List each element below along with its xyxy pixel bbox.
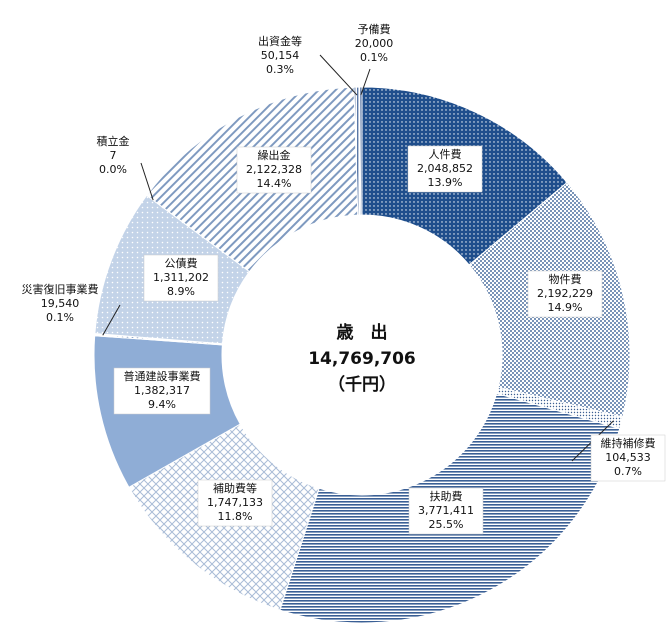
chart-unit: （千円） xyxy=(328,374,396,395)
slice-value-4: 1,747,133 xyxy=(207,496,263,509)
slice-value-0: 2,048,852 xyxy=(417,162,473,175)
slice-pct-4: 11.8% xyxy=(218,510,253,523)
chart-total: 14,769,706 xyxy=(308,349,416,369)
center-label: 歳 出 14,769,706 （千円） xyxy=(308,322,416,395)
slice-name-0: 人件費 xyxy=(429,147,462,161)
slice-labels: 人件費2,048,85213.9%物件費2,192,22914.9%維持補修費1… xyxy=(22,22,666,535)
slice-value-1: 2,192,229 xyxy=(537,287,593,300)
slice-value-2: 104,533 xyxy=(605,451,651,464)
slice-11 xyxy=(359,86,363,216)
slice-name-11: 予備費 xyxy=(358,22,391,36)
slice-name-5: 普通建設事業費 xyxy=(124,369,201,383)
label-box-5 xyxy=(113,367,211,415)
slice-pct-1: 14.9% xyxy=(548,301,583,314)
slice-name-4: 補助費等 xyxy=(213,481,257,495)
slice-name-2: 維持補修費 xyxy=(601,436,656,450)
slice-pct-8: 0.0% xyxy=(99,163,127,176)
slice-name-9: 繰出金 xyxy=(258,148,291,162)
label-box-4 xyxy=(197,479,273,527)
slice-value-9: 2,122,328 xyxy=(246,163,302,176)
leader-10 xyxy=(319,54,358,96)
slice-pct-5: 9.4% xyxy=(148,398,176,411)
slice-name-3: 扶助費 xyxy=(430,489,463,503)
slice-value-5: 1,382,317 xyxy=(134,384,190,397)
slice-pct-0: 13.9% xyxy=(428,176,463,189)
chart-title: 歳 出 xyxy=(337,322,388,343)
slice-name-10: 出資金等 xyxy=(258,34,302,48)
label-box-9 xyxy=(236,146,312,194)
slice-pct-7: 8.9% xyxy=(167,285,195,298)
leader-11 xyxy=(360,68,371,96)
label-box-1 xyxy=(527,270,603,318)
slice-value-3: 3,771,411 xyxy=(418,504,474,517)
label-box-2 xyxy=(590,434,666,482)
slice-value-6: 19,540 xyxy=(41,297,80,310)
slice-pct-11: 0.1% xyxy=(360,51,388,64)
slice-value-8: 7 xyxy=(110,149,117,162)
slice-pct-9: 14.4% xyxy=(257,177,292,190)
leader-8 xyxy=(140,162,154,201)
slice-pct-6: 0.1% xyxy=(46,311,74,324)
slice-value-7: 1,311,202 xyxy=(153,271,209,284)
slice-value-11: 20,000 xyxy=(355,37,394,50)
leader-6 xyxy=(102,304,121,336)
slice-value-10: 50,154 xyxy=(261,49,300,62)
slice-pct-2: 0.7% xyxy=(614,465,642,478)
slice-pct-3: 25.5% xyxy=(429,518,464,531)
slice-name-7: 公債費 xyxy=(165,256,198,270)
slice-name-8: 積立金 xyxy=(97,134,130,148)
slice-name-6: 災害復旧事業費 xyxy=(22,282,99,296)
slice-name-1: 物件費 xyxy=(549,272,582,286)
label-box-0 xyxy=(407,145,483,193)
slice-pct-10: 0.3% xyxy=(266,63,294,76)
label-box-7 xyxy=(143,254,219,302)
label-box-3 xyxy=(408,487,484,535)
